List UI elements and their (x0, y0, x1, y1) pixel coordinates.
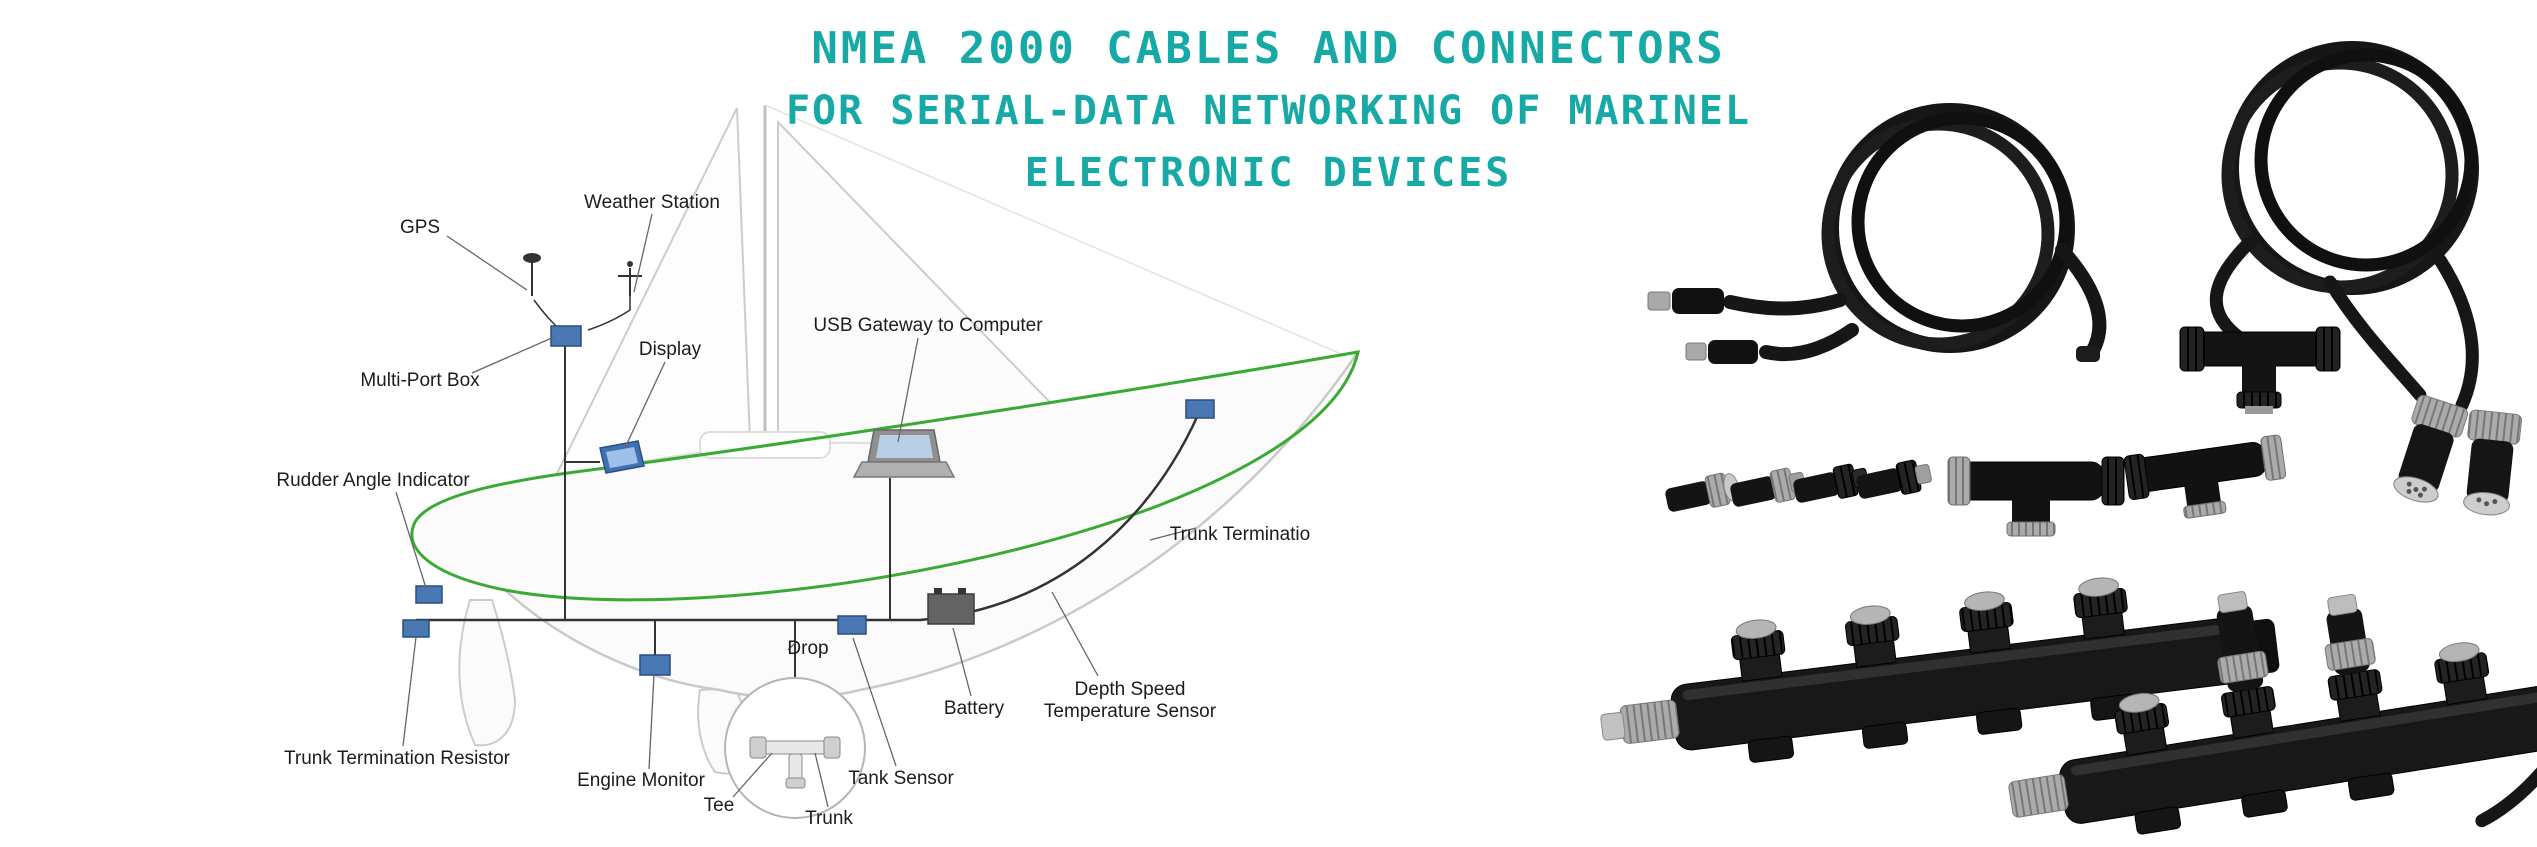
t-connector-middle-2-image (2123, 434, 2287, 519)
coiled-cable-1-image (1647, 103, 2107, 364)
label-rudder-angle-indicator: Rudder Angle Indicator (276, 470, 470, 491)
battery-node (927, 588, 975, 625)
trunk-cable (416, 296, 1200, 740)
label-gps: GPS (399, 217, 441, 238)
coiled-cable-2-image (2209, 41, 2479, 412)
network-backbone-loop (410, 350, 1360, 602)
leader-lines (395, 213, 1197, 808)
tank-sensor-node (837, 615, 867, 635)
rudder-angle-indicator-node (415, 585, 443, 604)
t-connector-middle-1-image (1947, 456, 2125, 537)
label-tee: Tee (703, 795, 735, 816)
cable-connector-a-image (2393, 394, 2469, 503)
multiport-manifold-2-image (2008, 591, 2537, 835)
trunk-termination-resistor-node (402, 619, 430, 638)
label-display: Display (638, 339, 702, 360)
label-drop: Drop (787, 638, 829, 659)
multi-port-box-node (550, 325, 582, 347)
display-node (599, 440, 645, 474)
label-trunk-termination: Trunk Terminatio (1169, 524, 1311, 545)
banner-title: NMEA 2000 CABLES AND CONNECTORS FOR SERI… (0, 18, 2537, 204)
label-weather-station: Weather Station (584, 192, 720, 213)
engine-monitor-node (639, 654, 671, 676)
label-usb-gateway: USB Gateway to Computer (813, 315, 1043, 336)
label-battery: Battery (943, 698, 1005, 719)
label-multi-port-box: Multi-Port Box (360, 370, 480, 391)
label-trunk: Trunk (805, 808, 853, 829)
label-engine-monitor: Engine Monitor (577, 770, 705, 791)
title-line-2: FOR SERIAL-DATA NETWORKING OF MARINEL (785, 88, 1752, 134)
device-nodes (402, 253, 1215, 676)
product-photos (1600, 41, 2537, 835)
gps-antenna (523, 253, 541, 296)
tee-detail-circle (724, 677, 866, 819)
weather-station-sensor (618, 261, 642, 296)
connector-plugs-row-image (1665, 459, 1932, 512)
label-tank-sensor: Tank Sensor (848, 768, 954, 789)
laptop-usb-gateway (852, 429, 956, 478)
label-depth-speed-temperature-sensor: Depth Speed Temperature Sensor (1043, 679, 1217, 722)
title-line-1: NMEA 2000 CABLES AND CONNECTORS (811, 23, 1726, 74)
label-trunk-termination-resistor: Trunk Termination Resistor (284, 748, 510, 769)
boat-network-diagram (395, 104, 1361, 819)
bow-termination-node (1185, 399, 1215, 419)
title-line-3: ELECTRONIC DEVICES (1024, 150, 1513, 196)
t-connector-top-image (2179, 326, 2341, 414)
cable-connector-b-image (2463, 409, 2522, 516)
